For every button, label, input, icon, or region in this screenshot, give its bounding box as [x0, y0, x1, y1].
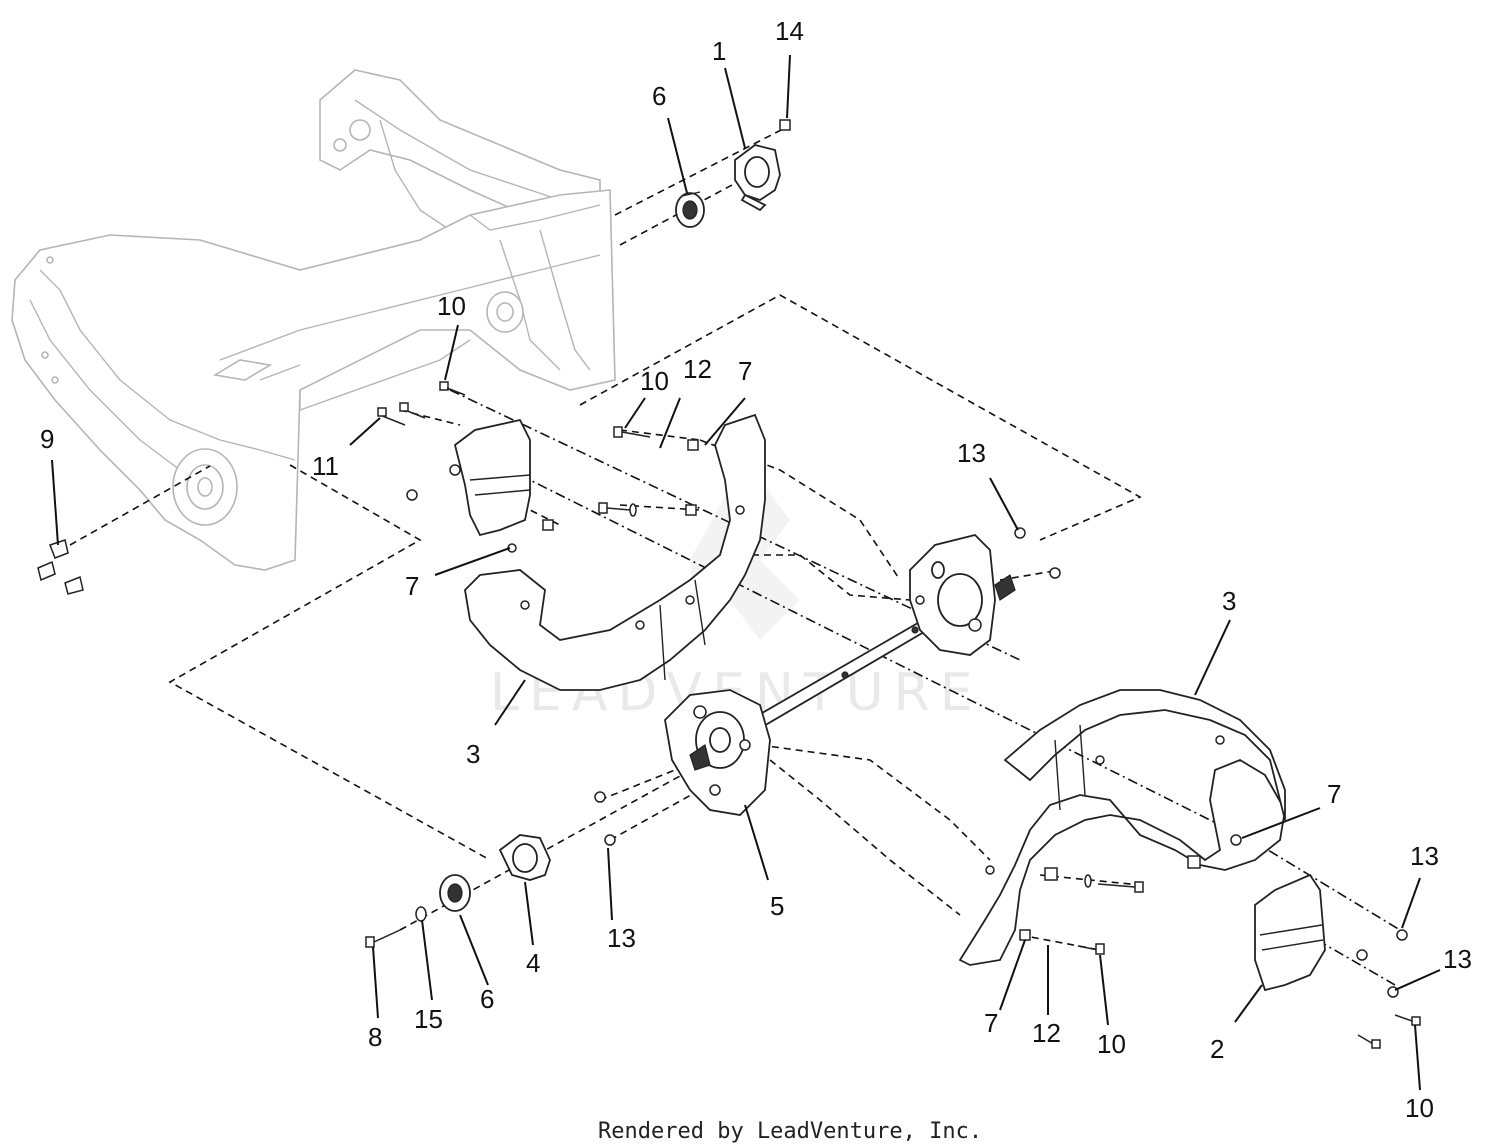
callout-12-bottom: 12: [1032, 1018, 1061, 1048]
callout-10-bottom-right: 10: [1405, 1093, 1434, 1123]
callout-6-upper-bearing: 6: [652, 81, 666, 111]
right-mount-plate-part-2: [1254, 873, 1326, 992]
lower-auger-hub-part-5: [664, 689, 771, 816]
callout-10-top: 10: [437, 291, 466, 321]
callout-13-right-bottom: 13: [1443, 944, 1472, 974]
callout-13-upper: 13: [957, 438, 986, 468]
callout-1-upper-bearing-flange: 1: [712, 36, 726, 66]
callout-11: 11: [312, 451, 339, 481]
callout-8: 8: [368, 1022, 382, 1052]
callout-5-lower-hub: 5: [770, 891, 784, 921]
callout-9: 9: [40, 424, 54, 454]
callout-labels: 14 1 6 10 10 12 7 11 9 7 13 3 3 7 13 13 …: [40, 16, 1472, 1123]
footer-credit: Rendered by LeadVenture, Inc.: [598, 1119, 982, 1144]
callout-7-right: 7: [1327, 779, 1341, 809]
callout-6-lower-bearing: 6: [480, 984, 494, 1014]
left-auger-paddle-part-3: [464, 413, 766, 691]
callout-2-right-mount-plate: 2: [1210, 1034, 1224, 1064]
lower-bearing-flange-part-4: [498, 834, 551, 881]
callout-15: 15: [414, 1004, 443, 1034]
callout-10-upper-row: 10: [640, 366, 669, 396]
callout-7-bottom: 7: [984, 1008, 998, 1038]
callout-leader-lines: [51, 54, 1441, 1091]
callout-4-lower-bearing-flange: 4: [526, 948, 540, 978]
callout-13-right-top: 13: [1410, 841, 1439, 871]
auger-housing-frame: [11, 69, 616, 571]
callout-10-bottom: 10: [1097, 1029, 1126, 1059]
callout-3-left-paddle: 3: [466, 739, 480, 769]
left-mount-plate: [453, 418, 531, 537]
callout-12-upper-row: 12: [683, 354, 712, 384]
upper-auger-hub: [909, 534, 1016, 656]
right-auger-paddle-part-3: [958, 689, 1286, 966]
callout-14: 14: [775, 16, 804, 46]
upper-bearing-flange-part-1: [734, 144, 781, 212]
callout-3-right-paddle: 3: [1222, 586, 1236, 616]
callout-7-left: 7: [405, 571, 419, 601]
callout-7-upper-row: 7: [738, 356, 752, 386]
upper-bearing-part-6: [675, 191, 705, 228]
lower-bearing-part-6: [439, 874, 471, 912]
callout-13-lower: 13: [607, 923, 636, 953]
